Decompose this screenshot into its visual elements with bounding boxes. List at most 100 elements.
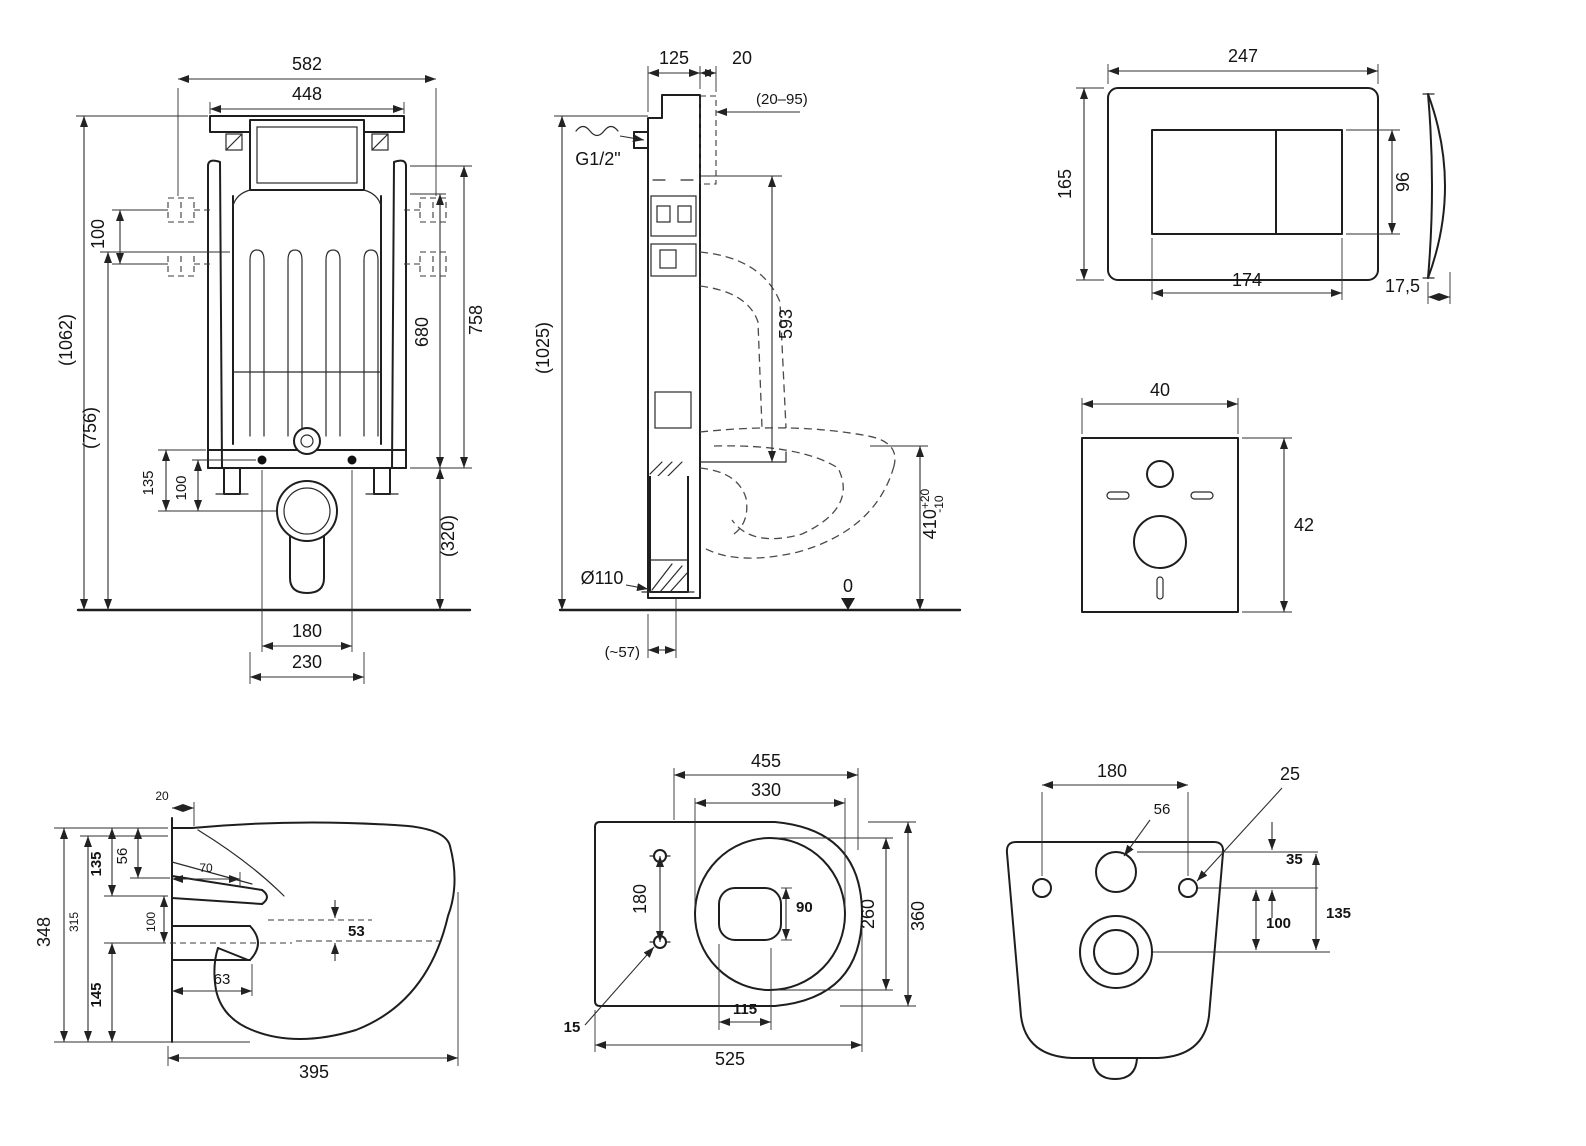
dim-410-label: 410+20-10 (918, 488, 946, 539)
frame-rail-right (391, 159, 407, 469)
dim-20: 20 (155, 789, 169, 803)
pad-slot-bottom (1156, 576, 1164, 600)
dim-115: 115 (733, 1001, 757, 1018)
dim-42: 42 (1294, 515, 1314, 535)
water-supply-squiggle (575, 125, 619, 137)
dim-360: 360 (908, 901, 928, 931)
dim-135: 135 (88, 851, 105, 876)
dim-53: 53 (348, 923, 365, 940)
sound-pad-view: 40 42 (1081, 380, 1314, 613)
frame-foot-right (373, 467, 391, 495)
wall-bracket (419, 197, 447, 223)
dim-1062: (1062) (56, 314, 76, 366)
service-opening (654, 391, 692, 429)
dim-180: 180 (630, 884, 650, 914)
zero-level-marker (841, 598, 855, 610)
toilet-top-edge (171, 821, 451, 847)
pad-slot-right (1190, 491, 1214, 500)
access-panel (249, 119, 365, 191)
dim-125: 125 (659, 48, 689, 68)
wall-bracket (167, 197, 195, 223)
dim-145: 145 (88, 982, 105, 1007)
fixing-bolt-left (257, 455, 267, 465)
dim-395: 395 (299, 1062, 329, 1082)
cistern-front-view: 582 448 100 (1062) (756) 135 100 758 680… (56, 54, 486, 684)
dim-180: 180 (1097, 761, 1127, 781)
dim-348: 348 (34, 917, 54, 947)
fixing-bolt-right (347, 455, 357, 465)
dim-135: 135 (140, 470, 157, 495)
dim-70: 70 (199, 861, 213, 875)
dim-17-5: 17,5 (1385, 276, 1420, 296)
toilet-rear-view: 180 56 25 35 100 135 (1005, 761, 1351, 1080)
pad-hole-center (1133, 515, 1187, 569)
flush-pipe-port (293, 427, 321, 455)
zero-level-label: 0 (843, 576, 853, 596)
frame-column (647, 94, 701, 599)
tank-rib (249, 249, 265, 437)
dim-35: 35 (1286, 851, 1303, 868)
dim-165: 165 (1055, 169, 1075, 199)
dim-100: 100 (1266, 915, 1291, 932)
dim-260: 260 (858, 899, 878, 929)
flush-buttons (1151, 129, 1343, 235)
dim-758: 758 (466, 305, 486, 335)
dim-593: 593 (776, 309, 796, 339)
inlet-thread-label: G1/2" (575, 149, 620, 169)
trap-opening (718, 887, 782, 941)
inlet-spigot (261, 889, 268, 905)
outlet-bump (1092, 1057, 1138, 1080)
dim-756: (756) (80, 407, 100, 449)
flush-plate-view: 247 165 96 174 17,5 (1055, 46, 1451, 304)
wall-plate-adjustable (699, 95, 717, 185)
dim-135: 135 (1326, 905, 1351, 922)
dim-525: 525 (715, 1049, 745, 1069)
dim-56: 56 (1154, 801, 1171, 818)
pad-hole-top (1146, 460, 1174, 488)
mount-hole-left (1032, 878, 1052, 898)
mount-hole-right (1178, 878, 1198, 898)
drain-elbow (649, 476, 689, 593)
drain-hole-outer (1079, 915, 1153, 989)
dim-63: 63 (214, 971, 231, 988)
dim-582: 582 (292, 54, 322, 74)
dim-diameter-110: Ø110 (581, 568, 624, 588)
dim-100-low: 100 (173, 475, 190, 500)
dim-100-brackets: 100 (88, 219, 108, 249)
wall-bracket (167, 251, 195, 277)
dim-230: 230 (292, 652, 322, 672)
dim-90: 90 (796, 899, 813, 916)
outlet-spigot (249, 925, 259, 961)
wall-bracket (419, 251, 447, 277)
dim-20-95: (20–95) (756, 91, 808, 108)
dim-448: 448 (292, 84, 322, 104)
dim-1025: (1025) (533, 322, 553, 374)
dim-247: 247 (1228, 46, 1258, 66)
flush-valve-box (650, 195, 697, 237)
frame-foot-left (223, 467, 241, 495)
dim-680: 680 (412, 317, 432, 347)
dim-20: 20 (732, 48, 752, 68)
toilet-top-view: 180 455 330 90 115 15 525 260 360 (564, 751, 928, 1069)
dim-25: 25 (1280, 764, 1300, 784)
seat-opening (694, 837, 846, 991)
dim-174: 174 (1232, 270, 1262, 290)
toilet-side-view: 53 348 315 135 145 100 56 20 70 63 395 (34, 789, 459, 1082)
plate-side-profile (1427, 93, 1433, 279)
drain-hole-inner (1093, 929, 1139, 975)
dim-320: (320) (438, 515, 458, 557)
dim-56: 56 (114, 848, 131, 865)
dim-40: 40 (1150, 380, 1170, 400)
water-inlet-hole (1095, 851, 1137, 893)
toilet-silhouette (699, 251, 787, 429)
dim-57: (~57) (605, 644, 640, 661)
sound-pad-body (1081, 437, 1239, 613)
dim-315: 315 (67, 912, 81, 932)
dim-455: 455 (751, 751, 781, 771)
frame-rail-left (207, 159, 223, 469)
cistern-side-view: G1/2" (1025) 125 20 (20–95) 593 410+20-1… (533, 48, 962, 661)
dim-15: 15 (564, 1019, 581, 1036)
drain-port (276, 480, 338, 542)
